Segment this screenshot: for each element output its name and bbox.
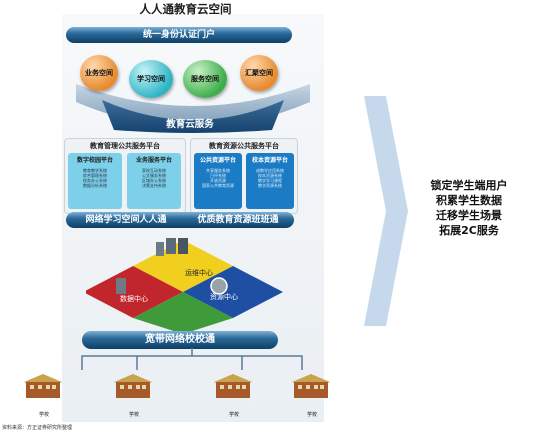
diagram-title: 人人通教育云空间 <box>139 2 232 16</box>
learning-space-ball: 学习空间 <box>129 60 173 98</box>
resource-platform: 教育资源公共服务平台 公共资源平台 共享服务系统 日评系统 开放资源 国家公共教… <box>190 138 298 214</box>
gather-space-ball: 汇聚空间 <box>240 55 278 91</box>
pipe-mid-left-label: 网络学习空间人人通 <box>85 215 167 225</box>
school-label: 学校 <box>228 412 239 418</box>
mgmt-box-1-line: 教育教学系统 <box>83 168 107 173</box>
identity-portal-pipe: 统一身份认证门户 <box>66 27 292 43</box>
school-label: 学校 <box>306 412 317 418</box>
summary-line: 积累学生数据 <box>436 194 502 207</box>
ops-center-label: 运维中心 <box>185 269 213 277</box>
summary-text: 锁定学生端用户 积累学生数据 迁移学生场景 拓展2C服务 <box>414 178 524 238</box>
summary-line: 锁定学生端用户 <box>430 179 508 192</box>
identity-portal-label: 统一身份认证门户 <box>142 30 215 40</box>
center-diamonds <box>86 238 283 334</box>
service-space-label: 服务空间 <box>191 75 219 83</box>
mgmt-box-1-title: 数字校园平台 <box>76 157 113 164</box>
mgmt-box-1-line: 综合管理系统 <box>83 173 107 178</box>
school-label: 学校 <box>128 412 139 418</box>
mgmt-box-2-line: 决策支持系统 <box>142 183 166 188</box>
school-icon <box>292 374 330 398</box>
resource-box-2-line: 校本资源系统 <box>258 173 282 178</box>
mgmt-box-1: 数字校园平台 教育教学系统 综合管理系统 校务办公系统 数据分析系统 <box>68 153 122 209</box>
summary-line: 拓展2C服务 <box>439 224 499 237</box>
cloud-service-label: 教育云服务 <box>166 119 214 130</box>
summary-line: 迁移学生场景 <box>436 209 502 222</box>
school-connectors <box>81 348 303 370</box>
mgmt-box-2-line: 家校互动系统 <box>142 168 166 173</box>
learning-space-label: 学习空间 <box>137 75 165 83</box>
mgmt-box-1-line: 校务办公系统 <box>83 178 107 183</box>
resource-box-2: 校本资源平台 成教学应用系统 校本资源系统 教学学习课程 教学资源系统 <box>246 153 294 209</box>
resource-platform-title: 教育资源公共服务平台 <box>209 142 279 150</box>
resource-box-2-title: 校本资源平台 <box>251 157 288 164</box>
right-arrow-shape <box>364 96 408 326</box>
mid-pipe: 网络学习空间人人通 优质教育资源班班通 <box>66 212 294 228</box>
mgmt-box-2-title: 业务服务平台 <box>135 157 172 164</box>
resource-center-label: 资源中心 <box>210 293 238 301</box>
mgmt-box-2: 业务服务平台 家校互动系统 公文服务系统 区域办公系统 决策支持系统 <box>127 153 181 209</box>
resource-box-1-line: 国家公共教育资源 <box>202 183 234 188</box>
school-label: 学校 <box>38 412 49 418</box>
resource-box-1-line: 开放资源 <box>210 178 226 183</box>
resource-box-1: 公共资源平台 共享服务系统 日评系统 开放资源 国家公共教育资源 <box>194 153 242 209</box>
mgmt-box-2-line: 公文服务系统 <box>142 173 166 178</box>
broadband-label: 宽带网络校校通 <box>145 334 215 345</box>
mgmt-platform: 教育管理公共服务平台 数字校园平台 教育教学系统 综合管理系统 校务办公系统 数… <box>64 138 186 214</box>
pipe-mid-right-label: 优质教育资源班班通 <box>197 215 279 225</box>
resource-box-2-line: 教学学习课程 <box>258 178 282 183</box>
mgmt-box-1-line: 数据分析系统 <box>83 183 107 188</box>
mgmt-box-2-line: 区域办公系统 <box>142 178 166 183</box>
business-space-ball: 业务空间 <box>80 55 118 91</box>
business-space-label: 业务空间 <box>85 69 113 77</box>
school-icon <box>214 374 252 398</box>
resource-box-1-title: 公共资源平台 <box>199 157 236 164</box>
school-icon <box>114 374 152 398</box>
cloud-funnel <box>76 84 310 133</box>
data-center-label: 数据中心 <box>120 295 148 303</box>
broadband-pipe: 宽带网络校校通 <box>82 331 278 349</box>
mgmt-platform-title: 教育管理公共服务平台 <box>90 142 160 150</box>
resource-box-1-line: 共享服务系统 <box>206 168 230 173</box>
resource-box-1-line: 日评系统 <box>210 173 226 178</box>
source-caption: 资料来源：方正证券研究所整理 <box>2 425 73 431</box>
resource-box-2-line: 教学资源系统 <box>258 183 282 188</box>
gather-space-label: 汇聚空间 <box>245 69 273 77</box>
resource-box-2-line: 成教学应用系统 <box>256 168 284 173</box>
school-icon <box>24 374 62 398</box>
service-space-ball: 服务空间 <box>183 60 227 98</box>
